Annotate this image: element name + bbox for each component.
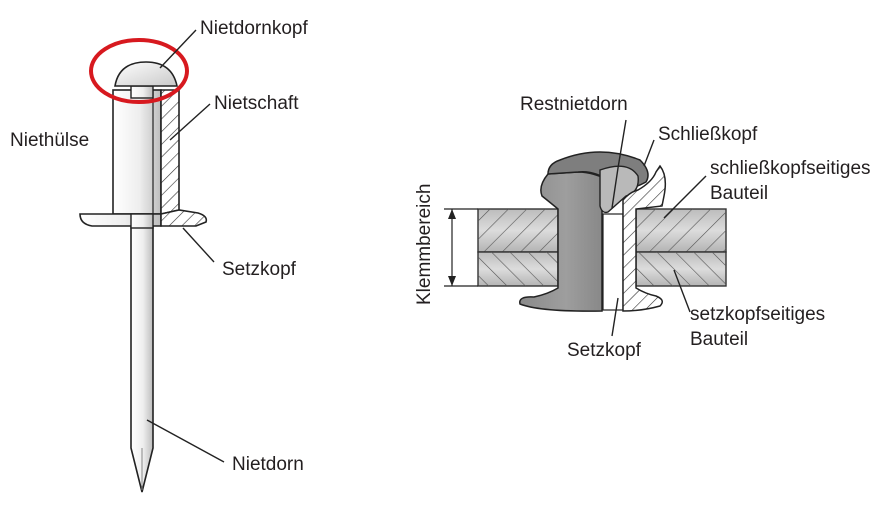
leader-setzkopf-right [611, 297, 619, 337]
sleeve-shaft [112, 89, 162, 215]
leader-restnietdorn [611, 119, 627, 209]
leader-nietdorn [146, 419, 225, 463]
rivet-unset-illustration: Nietdornkopf Nietschaft Niethülse Setzko… [10, 18, 308, 493]
rivet-set-section: Klemmbereich Restnietdorn Schließkopf sc… [414, 94, 871, 361]
label-nietdornkopf: Nietdornkopf [200, 18, 308, 39]
set-head-flange-right [160, 209, 208, 227]
sleeve-section [160, 89, 180, 215]
mandrel-bore [602, 213, 624, 311]
leader-schliesskopf [643, 139, 655, 167]
label-schliesskopfseitiges-line1: schließkopfseitiges [710, 158, 871, 179]
leader-setzkopf-left [182, 227, 215, 263]
mandrel-neck [130, 85, 154, 99]
label-nietschaft: Nietschaft [214, 93, 299, 114]
label-restnietdorn: Restnietdorn [520, 94, 628, 115]
label-setzkopfseitiges-line2: Bauteil [690, 329, 748, 350]
label-niethuelse: Niethülse [10, 130, 89, 151]
leader-nietdornkopf [159, 29, 197, 69]
label-setzkopf-left: Setzkopf [222, 259, 297, 280]
leader-setzkopfseitiges [673, 269, 691, 313]
mandrel-head [114, 61, 178, 87]
label-nietdorn: Nietdorn [232, 454, 304, 475]
mandrel-head-highlight [89, 38, 189, 104]
label-setzkopf-right: Setzkopf [567, 340, 642, 361]
rivet-sleeve-right-section [622, 164, 667, 312]
label-schliesskopfseitiges-line2: Bauteil [710, 183, 768, 204]
label-schliesskopf: Schließkopf [658, 124, 758, 145]
label-klemmbereich: Klemmbereich [414, 184, 435, 305]
leader-schliesskopfseitiges [663, 175, 707, 219]
label-setzkopfseitiges-line1: setzkopfseitiges [690, 304, 825, 325]
leader-nietschaft [169, 103, 211, 141]
